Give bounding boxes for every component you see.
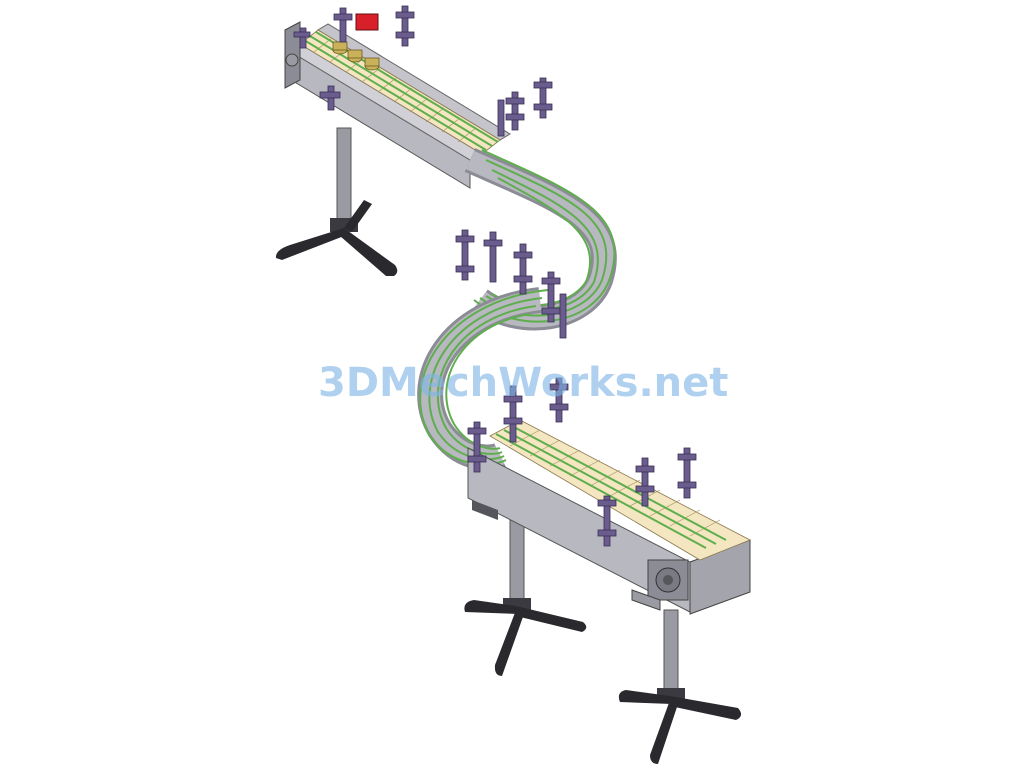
middle-support-stand <box>464 514 587 676</box>
guide-rail-brackets <box>293 5 697 547</box>
s-curve-section <box>417 148 617 471</box>
right-support-stand <box>618 609 742 764</box>
upper-straight-section <box>284 13 511 189</box>
left-support-stand <box>275 127 398 276</box>
lower-straight-section <box>467 419 751 615</box>
